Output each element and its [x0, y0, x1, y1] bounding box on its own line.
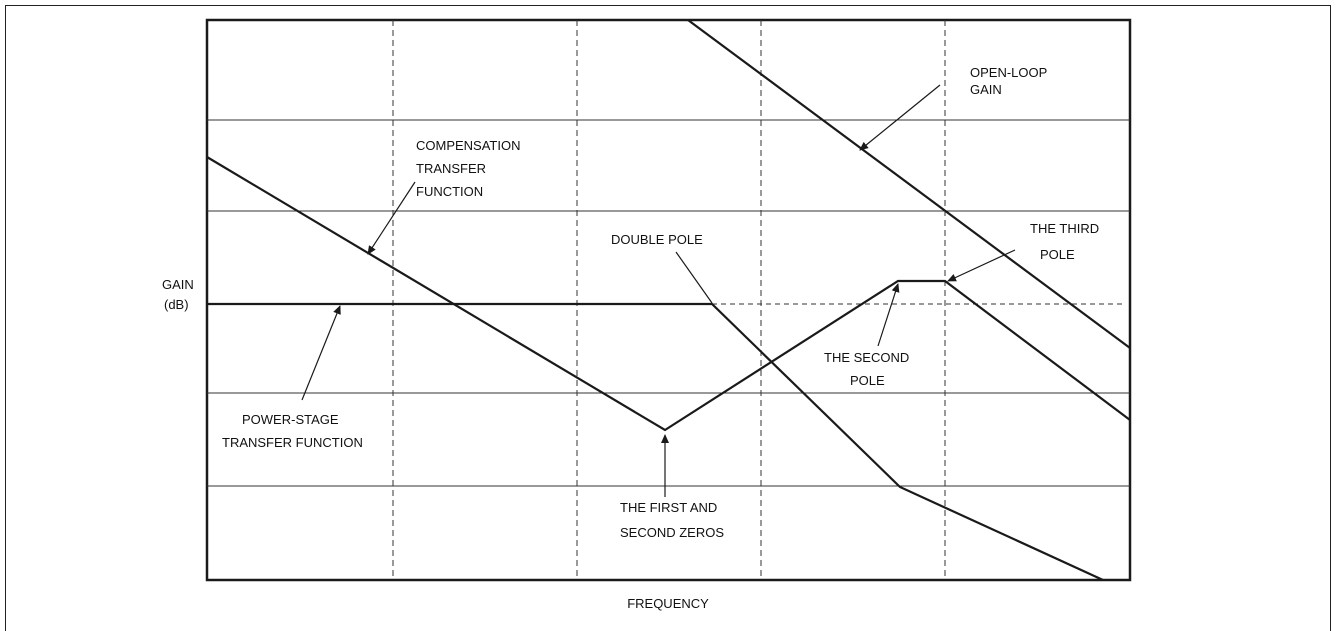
arrow-second-pole: [877, 283, 900, 347]
arrow-compensation: [367, 181, 416, 255]
label-power-stage: POWER-STAGE TRANSFER FUNCTION: [222, 412, 363, 450]
power-stage-curve: [207, 302, 1104, 582]
label-line: THE FIRST AND: [620, 500, 717, 515]
label-line: COMPENSATION: [416, 138, 521, 153]
label-line: POWER-STAGE: [242, 412, 339, 427]
label-third-pole: THE THIRD POLE: [1030, 221, 1099, 262]
label-line: FUNCTION: [416, 184, 483, 199]
arrow-third-pole: [947, 249, 1016, 282]
open-loop-gain-curve: [687, 19, 1131, 349]
label-line: TRANSFER FUNCTION: [222, 435, 363, 450]
vertical-gridlines: [392, 20, 946, 580]
label-line: POLE: [850, 373, 885, 388]
label-line: THE THIRD: [1030, 221, 1099, 236]
x-axis-label: FREQUENCY: [627, 596, 709, 611]
label-double-pole: DOUBLE POLE: [611, 232, 703, 247]
label-line: GAIN: [970, 82, 1002, 97]
label-line: DOUBLE POLE: [611, 232, 703, 247]
label-line: POLE: [1040, 247, 1075, 262]
y-axis-label-line: GAIN: [162, 277, 194, 292]
label-open-loop-gain: OPEN-LOOP GAIN: [970, 65, 1047, 97]
label-compensation: COMPENSATION TRANSFER FUNCTION: [416, 138, 521, 199]
figure-frame: [5, 5, 1331, 631]
label-line: THE SECOND: [824, 350, 909, 365]
arrow-open-loop: [859, 84, 941, 151]
label-zeros: THE FIRST AND SECOND ZEROS: [620, 500, 724, 540]
label-line: OPEN-LOOP: [970, 65, 1047, 80]
plot-area: [205, 18, 1132, 582]
y-axis-label: GAIN (dB): [162, 277, 194, 312]
arrow-double-pole: [675, 251, 713, 304]
horizontal-gridlines: [207, 119, 1130, 487]
arrow-power-stage: [301, 305, 341, 401]
label-line: SECOND ZEROS: [620, 525, 724, 540]
label-second-pole: THE SECOND POLE: [824, 350, 909, 388]
compensation-curve: [206, 156, 1131, 432]
y-axis-label-line: (dB): [164, 297, 189, 312]
label-line: TRANSFER: [416, 161, 486, 176]
